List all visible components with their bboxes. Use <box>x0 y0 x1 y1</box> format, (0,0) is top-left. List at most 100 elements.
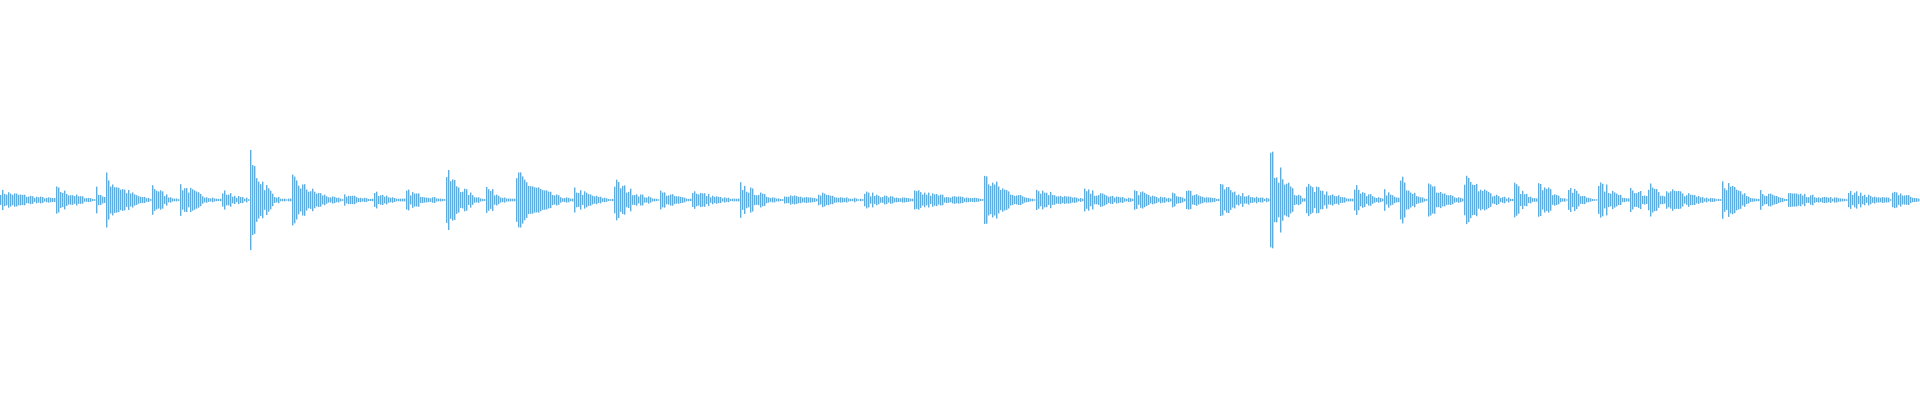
waveform-bar <box>924 192 926 208</box>
waveform-bar <box>1738 190 1740 210</box>
waveform-bar <box>1408 190 1410 210</box>
waveform-bar <box>1306 186 1308 214</box>
waveform-bar <box>920 192 922 208</box>
waveform-bar <box>330 197 332 203</box>
waveform-bar <box>972 198 974 202</box>
waveform-bar <box>1394 196 1396 204</box>
waveform-bar <box>1908 195 1910 205</box>
waveform-bar <box>142 197 144 204</box>
waveform-bar <box>1790 193 1792 207</box>
waveform-bar <box>1414 192 1416 208</box>
waveform-bar <box>292 174 294 226</box>
waveform-bar <box>1892 192 1894 208</box>
waveform-bar <box>1858 196 1860 204</box>
waveform-bar <box>806 197 808 203</box>
waveform-bar <box>1602 183 1604 217</box>
waveform-bar <box>96 186 98 214</box>
waveform-bar <box>216 198 218 202</box>
waveform-bar <box>676 196 678 204</box>
waveform-bar <box>1398 197 1400 203</box>
waveform-bar <box>1396 197 1398 203</box>
waveform-bar <box>1232 192 1234 208</box>
waveform-bar <box>1374 197 1376 203</box>
waveform-bar <box>988 184 990 216</box>
waveform-bar <box>320 193 322 207</box>
waveform-bar <box>894 197 896 203</box>
waveform-bar <box>1902 195 1904 205</box>
waveform-bar <box>8 192 10 208</box>
waveform-bar <box>68 195 70 205</box>
waveform-bar <box>634 195 636 205</box>
waveform-bar <box>1464 184 1466 216</box>
waveform-bar <box>630 188 632 212</box>
waveform-bar <box>1586 197 1588 203</box>
waveform-bar <box>388 197 390 203</box>
waveform-bar <box>740 182 742 218</box>
waveform-bar <box>714 196 716 204</box>
waveform-bar <box>42 197 44 203</box>
waveform-bar <box>566 197 568 203</box>
waveform-bar <box>16 193 18 207</box>
waveform-bar <box>604 197 606 203</box>
waveform-bar <box>158 191 160 209</box>
waveform-bar <box>1548 187 1550 213</box>
waveform-bar <box>990 186 992 214</box>
waveform-bar <box>564 198 566 203</box>
waveform-bar <box>670 194 672 206</box>
waveform-bar <box>1864 194 1866 206</box>
waveform-bar <box>1058 196 1060 204</box>
waveform-bar <box>526 182 528 218</box>
waveform-bar <box>2 189 4 210</box>
waveform-bar <box>496 194 498 206</box>
waveform-bar <box>1514 182 1516 218</box>
waveform-bar <box>1344 197 1346 203</box>
waveform-bar <box>1422 197 1424 203</box>
waveform-bar <box>1126 198 1128 202</box>
waveform-bar <box>1012 194 1014 206</box>
waveform-bar <box>188 192 190 208</box>
waveform-bar <box>730 199 732 201</box>
waveform-bar <box>644 197 646 203</box>
waveform-bar <box>394 198 396 202</box>
waveform-bar <box>1172 192 1174 208</box>
waveform-bar <box>668 195 670 205</box>
waveform-bar <box>1340 197 1342 203</box>
waveform-bar <box>1578 193 1580 207</box>
waveform-bar <box>1440 192 1442 209</box>
waveform-bar <box>242 197 244 204</box>
waveform-bar <box>1010 194 1012 206</box>
waveform-bar <box>1164 197 1166 203</box>
waveform-bar <box>1900 193 1902 207</box>
waveform-bar <box>304 184 306 216</box>
waveform-bar <box>436 198 438 202</box>
waveform-bar <box>1166 198 1168 202</box>
waveform-bar <box>1806 197 1808 203</box>
waveform-bar <box>1640 191 1642 210</box>
waveform-bar <box>1550 189 1552 211</box>
waveform-bar <box>1028 198 1030 202</box>
waveform-bar <box>844 198 846 202</box>
waveform-bar <box>1450 195 1452 205</box>
waveform-bar <box>656 198 658 202</box>
waveform-bar <box>1180 196 1182 204</box>
waveform-bar <box>898 198 900 202</box>
waveform-bar <box>1154 196 1156 204</box>
waveform-bar <box>1890 199 1892 201</box>
waveform-bar <box>1390 194 1392 206</box>
waveform-bar <box>1108 196 1110 204</box>
waveform-bar <box>1144 192 1146 208</box>
waveform-bar <box>1096 195 1098 205</box>
waveform-bar <box>212 197 214 203</box>
waveform-bar <box>776 198 778 202</box>
waveform-bar <box>1668 192 1670 208</box>
waveform-bar <box>1886 197 1888 203</box>
waveform-bar <box>1812 194 1814 206</box>
waveform-bar <box>1774 195 1776 205</box>
waveform-bar <box>44 198 46 202</box>
waveform-bar <box>78 196 80 204</box>
waveform-bar <box>318 193 320 207</box>
waveform-bar <box>140 196 142 204</box>
waveform-bar <box>1026 197 1028 203</box>
waveform-bar <box>628 191 630 208</box>
